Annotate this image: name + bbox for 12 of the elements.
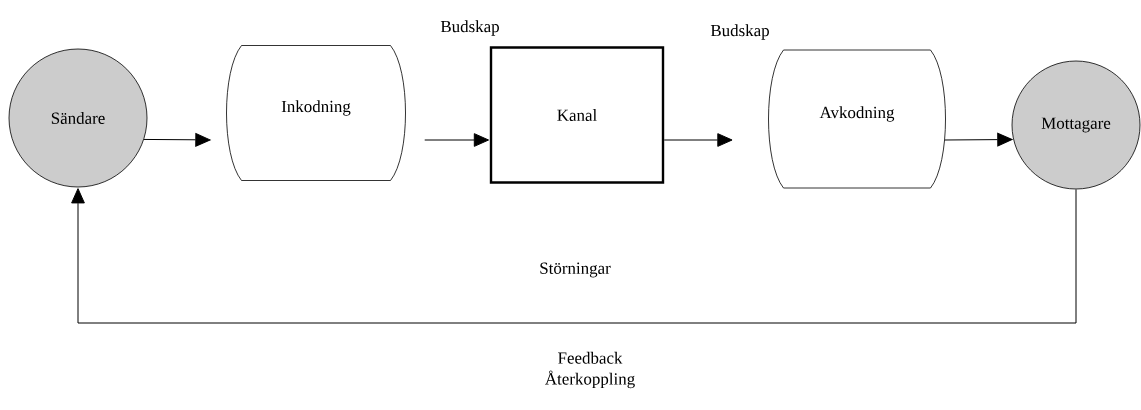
arrow — [143, 132, 211, 147]
process-box: Kanal — [489, 46, 665, 184]
circle-node: Mottagare — [1011, 60, 1141, 190]
arrow — [71, 188, 1077, 324]
edge-label: Feedback Återkoppling — [545, 351, 635, 389]
text-label: Budskap — [710, 24, 769, 40]
text-label: Budskap — [440, 20, 499, 36]
text-label: Störningar — [540, 262, 611, 278]
arrow — [663, 133, 733, 147]
arrow — [944, 132, 1013, 147]
circle-node: Sändare — [8, 48, 148, 188]
arrow — [424, 133, 490, 147]
